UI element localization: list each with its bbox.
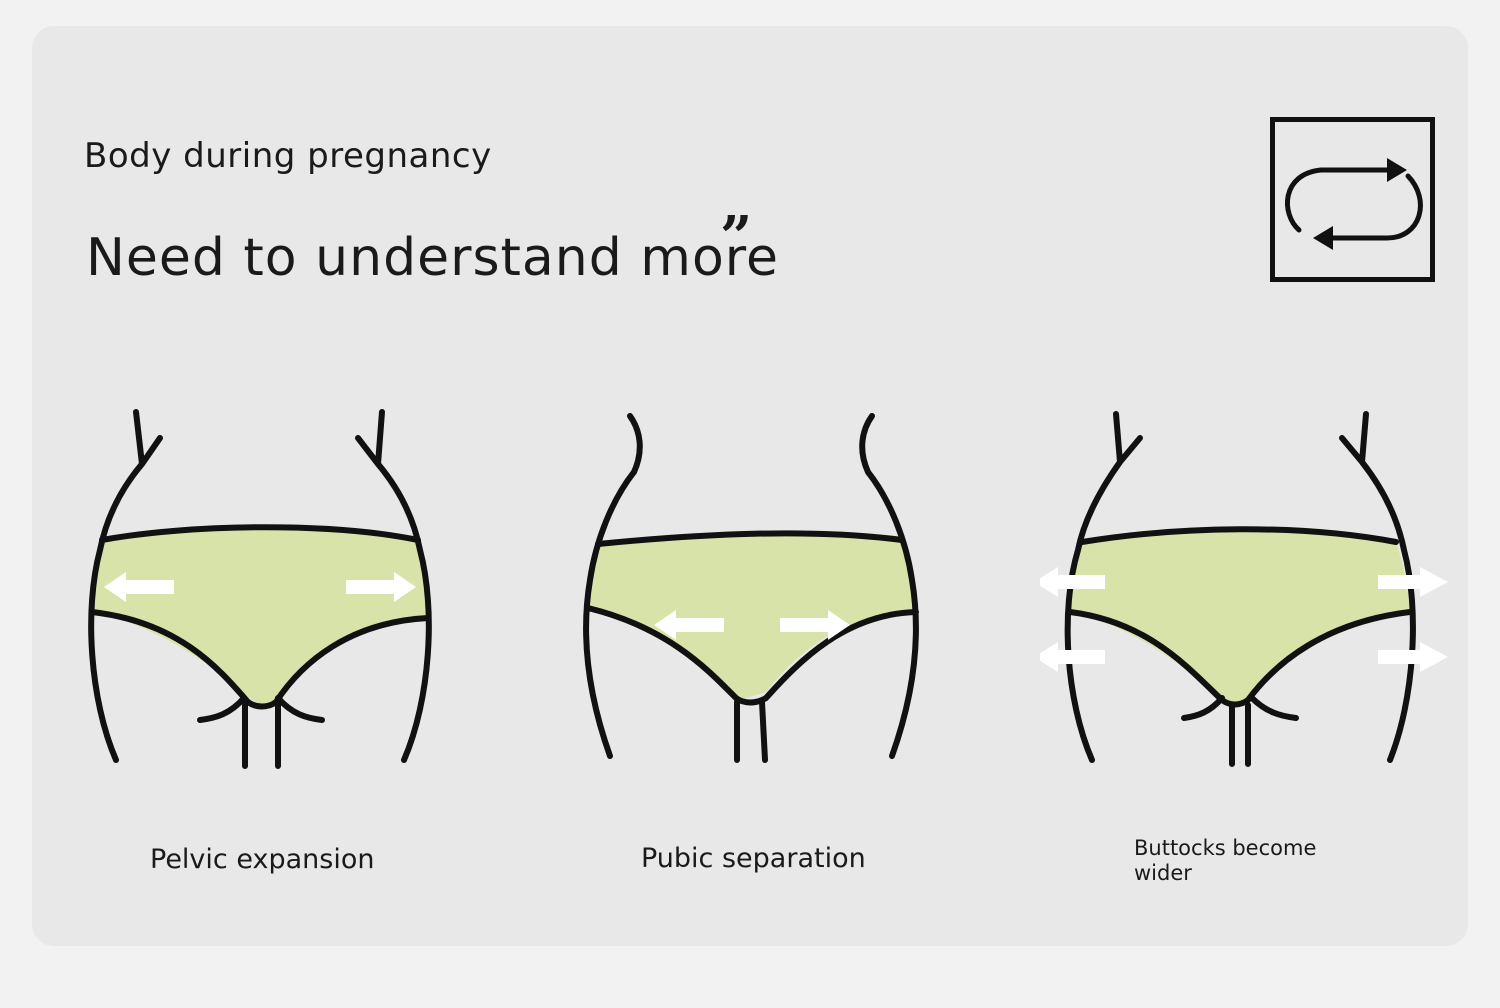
arrow-left-icon [104, 572, 174, 602]
caption-buttocks-wider: Buttocks become wider [1134, 836, 1317, 885]
repeat-cycle-icon [1285, 158, 1423, 250]
arrow-right-icon [1378, 575, 1420, 589]
arrow-right-icon [346, 572, 416, 602]
arrow-right-icon [1378, 650, 1420, 664]
buttocks-wider-figure [1040, 411, 1420, 767]
arrow-right-icon [780, 610, 850, 640]
arrow-left-icon [1040, 567, 1105, 597]
pelvic-expansion-figure [88, 409, 432, 769]
repeat-badge [1270, 117, 1435, 282]
arrow-left-icon [654, 610, 724, 640]
info-card [32, 26, 1468, 946]
arrow-left-icon [1040, 642, 1105, 672]
right-arrow-heads [1420, 567, 1448, 672]
subtitle: Body during pregnancy [84, 136, 492, 176]
headline: Need to understand more [86, 228, 779, 288]
caption-pubic-separation: Pubic separation [641, 843, 866, 874]
caption-pelvic-expansion: Pelvic expansion [150, 844, 375, 875]
quote-mark: ” [720, 204, 753, 270]
pubic-separation-figure [583, 413, 919, 763]
